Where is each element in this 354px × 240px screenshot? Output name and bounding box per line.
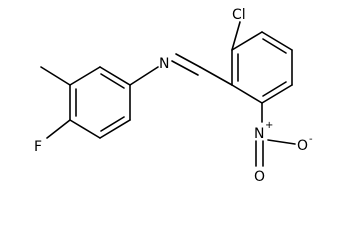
double-bond-inner xyxy=(262,38,287,54)
nitro-oxygen-label: O xyxy=(254,169,265,185)
chlorine-label: Cl xyxy=(232,7,246,23)
aryl-nitrogen-bond xyxy=(129,66,159,86)
chlorine-bond xyxy=(231,21,241,51)
nitro-oxygen-label: O xyxy=(297,138,308,154)
fluorine-bond xyxy=(46,119,71,139)
bond xyxy=(99,66,131,86)
double-bond-inner xyxy=(100,116,125,132)
bond xyxy=(99,119,131,139)
double-bond-inner xyxy=(262,81,287,97)
structure-canvas: Cl F N N + O - O xyxy=(34,7,313,185)
left-benzene-ring xyxy=(69,66,131,139)
bond xyxy=(69,119,101,139)
bond xyxy=(231,84,263,104)
imine-double-bond xyxy=(171,60,199,76)
right-benzene-ring xyxy=(231,31,293,104)
bond xyxy=(261,84,293,104)
bond xyxy=(261,31,293,51)
bond xyxy=(231,31,263,51)
nitro-plus-charge: + xyxy=(265,120,273,131)
imine-double-bond xyxy=(175,53,201,68)
nitro-n-o-bond xyxy=(267,139,296,145)
bond xyxy=(69,66,101,86)
methine-aryl-bond xyxy=(199,66,233,86)
nitro-nitrogen-label: N xyxy=(254,126,264,142)
fluorine-label: F xyxy=(34,139,42,155)
methyl-bond xyxy=(40,66,71,86)
nitro-oxygen-minus-charge: - xyxy=(309,134,313,145)
imine-nitrogen-label: N xyxy=(159,56,169,72)
double-bond-inner xyxy=(100,73,125,89)
chemical-structure: Cl F N N + O - O xyxy=(34,7,313,185)
